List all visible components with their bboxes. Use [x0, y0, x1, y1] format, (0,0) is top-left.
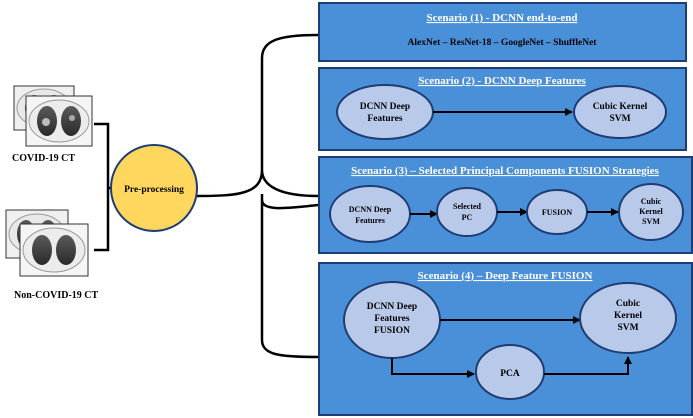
scenario2-node-svm	[573, 85, 667, 139]
scenario2-node2-line1: Cubic Kernel	[593, 102, 648, 112]
scenario1-box	[318, 2, 687, 62]
scenario2-node2-line2: SVM	[609, 114, 630, 124]
scenario4-node-pca	[475, 344, 545, 400]
scenario2-title: Scenario (2) - DCNN Deep Features	[418, 75, 586, 87]
scenario4-node2-line1: Cubic	[616, 299, 640, 309]
input-bracket	[94, 122, 110, 252]
preprocessing-node	[110, 144, 198, 232]
scenario3-title: Scenario (3) – Selected Principal Compon…	[351, 165, 659, 177]
scenario-brace	[196, 33, 319, 359]
covid-label: COVID-19 CT	[12, 153, 75, 164]
scenario2-node1-line1: DCNN Deep	[360, 102, 410, 112]
scenario3-node-svm	[618, 183, 684, 241]
scenario4-title: Scenario (4) – Deep Feature FUSION	[418, 270, 593, 282]
scenario3-node3: FUSION	[542, 208, 572, 217]
scenario4-node-svm	[579, 282, 677, 354]
scenario3-node1-line2: Features	[355, 216, 385, 225]
scenario1-models: AlexNet – ResNet-18 – GoogleNet – Shuffl…	[408, 38, 598, 48]
scenario3-node2-line1: Selected	[453, 202, 482, 211]
noncovid-ct-images	[5, 209, 89, 277]
scenario3-node4-line3: SVM	[642, 217, 660, 226]
scenario4-arrow-from-pca	[544, 356, 632, 375]
scenario3-node4-line1: Cubic	[641, 197, 662, 206]
scenario3-node4-line2: Kernel	[639, 207, 663, 216]
noncovid-label: Non-COVID-19 CT	[14, 290, 99, 301]
scenario2-node1-line2: Features	[367, 114, 402, 124]
preprocessing-label: Pre-processing	[124, 185, 184, 195]
scenario3-node-deep-features	[329, 185, 411, 243]
scenario4-node2-line3: SVM	[617, 323, 638, 333]
scenario4-node3: PCA	[500, 369, 520, 379]
scenario4-node1-line2: Features	[374, 314, 409, 324]
scenario2-node-deep-features	[336, 84, 434, 140]
covid-ct-images	[13, 85, 93, 147]
scenario4-node2-line2: Kernel	[614, 311, 642, 321]
scenario3-node-selected-pc	[436, 187, 498, 237]
scenario4-node1-line3: FUSION	[374, 326, 410, 336]
scenario1-title: Scenario (1) - DCNN end-to-end	[427, 12, 578, 24]
scenario4-arrow-to-pca	[391, 358, 475, 378]
scenario4-node1-line1: DCNN Deep	[367, 302, 417, 312]
scenario3-node1-line1: DCNN Deep	[349, 205, 392, 214]
scenario3-node2-line2: PC	[462, 213, 473, 222]
